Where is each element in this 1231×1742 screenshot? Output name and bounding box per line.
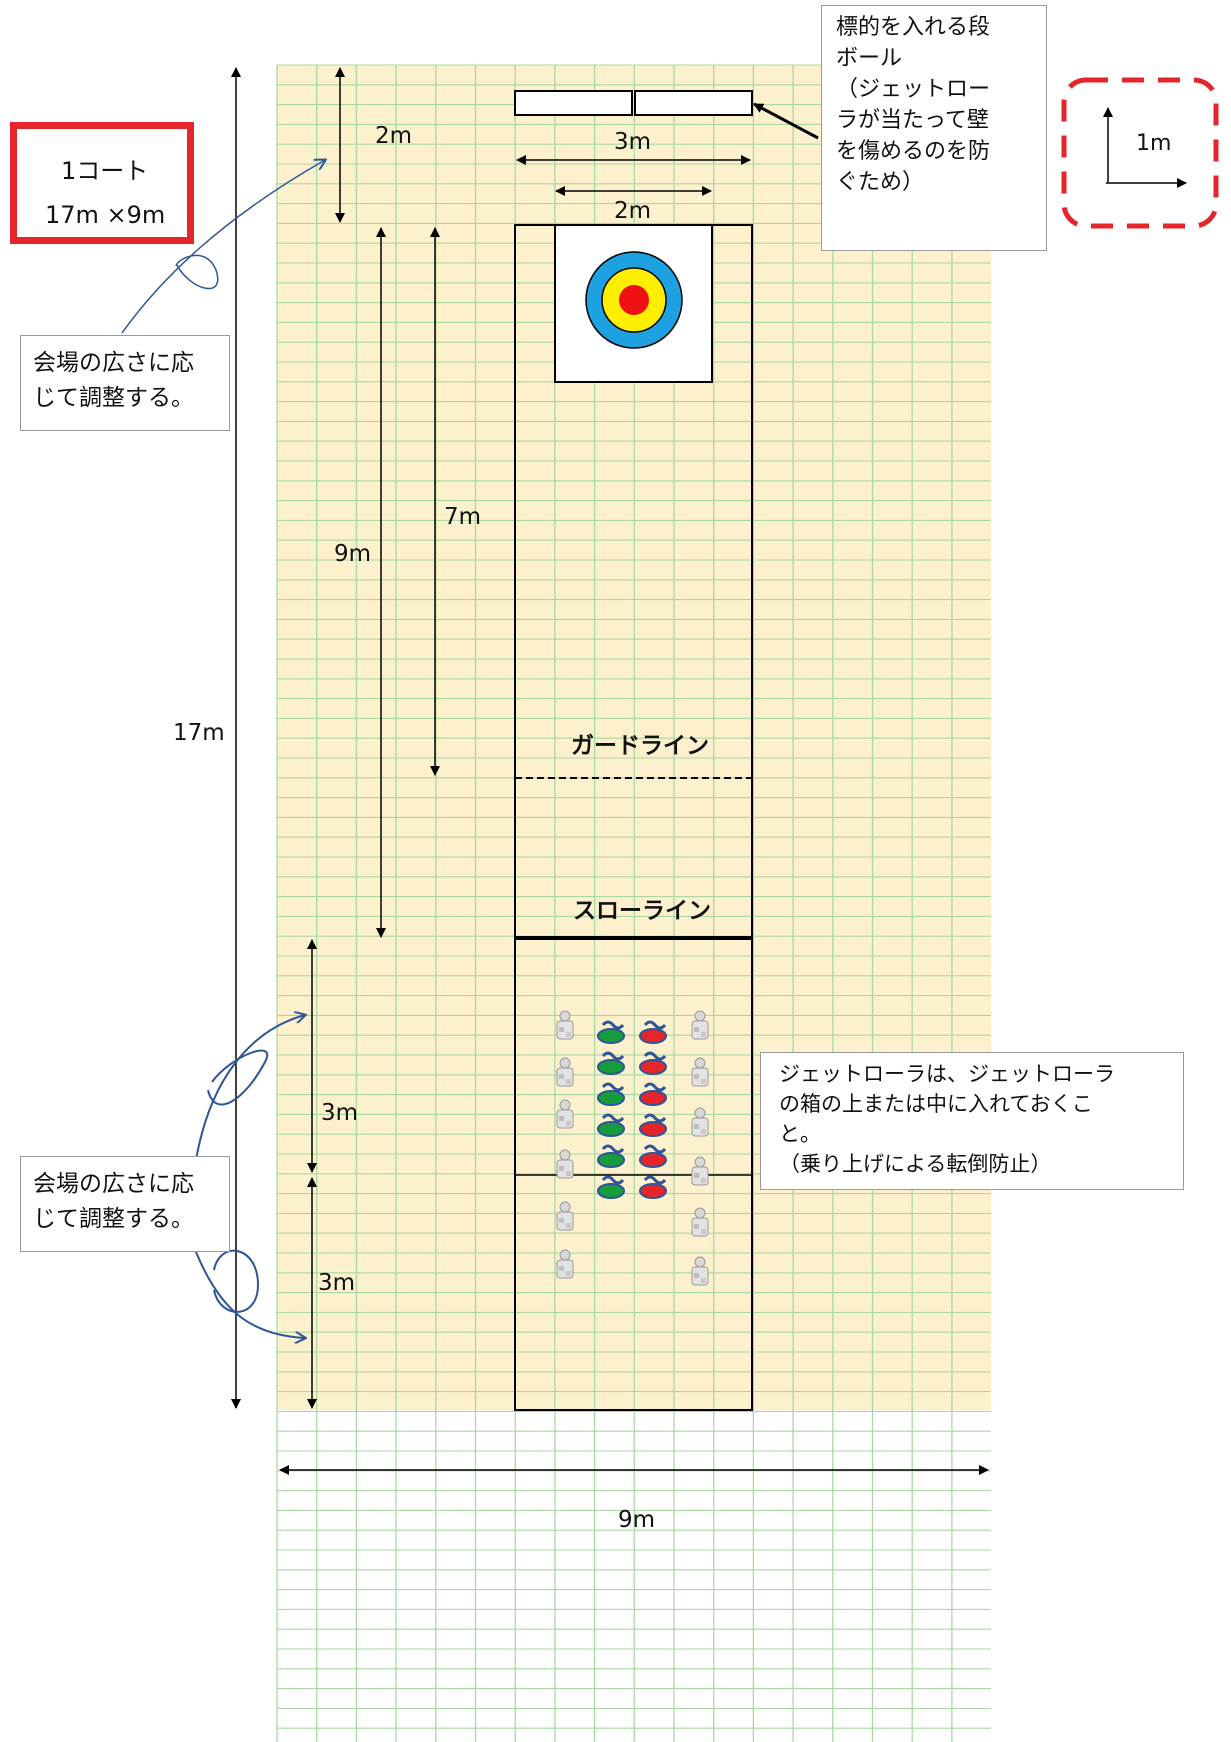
green-roller-coil xyxy=(601,1051,625,1061)
storage-note-line: と。 xyxy=(779,1122,821,1146)
annotation-arrow-top xyxy=(121,160,325,334)
player-figure xyxy=(556,1149,574,1179)
green-roller-coil xyxy=(601,1144,625,1154)
scale-legend-label: 1m xyxy=(1136,131,1171,156)
green-roller xyxy=(597,1090,625,1106)
green-roller xyxy=(597,1028,625,1044)
cardboard-note-line: ラが当たって壁 xyxy=(836,108,989,133)
red-roller-coil xyxy=(643,1051,667,1061)
cardboard-note-line: 標的を入れる段 xyxy=(836,15,991,40)
cardboard-note-line: ぐため） xyxy=(836,170,925,195)
dim-label-court-width: 9m xyxy=(618,1507,655,1533)
dim-label-back-zone-a: 3m xyxy=(321,1100,358,1126)
annotation-loop-bottom-down xyxy=(213,1249,260,1313)
scale-legend-frame xyxy=(1061,77,1219,229)
player-figure xyxy=(691,1256,709,1286)
dim-label-target-to-throw: 9m xyxy=(334,541,371,567)
red-roller xyxy=(639,1152,667,1168)
dim-label-back-zone-b: 3m xyxy=(318,1270,355,1296)
red-roller-coil xyxy=(643,1020,667,1030)
venue-note-line: 会場の広さに応 xyxy=(33,350,194,376)
cardboard-pointer-arrow xyxy=(753,102,819,140)
red-roller xyxy=(639,1090,667,1106)
red-roller xyxy=(639,1028,667,1044)
red-roller-coil xyxy=(643,1113,667,1123)
venue-note-line: 会場の広さに応 xyxy=(33,1171,194,1197)
venue-note-top: 会場の広さに応 じて調整する。 xyxy=(20,335,230,431)
cardboard-note-line: （ジェットロー xyxy=(836,77,991,102)
dim-label-target-width: 2m xyxy=(614,198,651,224)
green-roller xyxy=(597,1059,625,1075)
player-figure xyxy=(556,1057,574,1087)
annotation-loop-top xyxy=(175,254,219,290)
dim-label-cardboard-width: 3m xyxy=(614,129,651,155)
green-roller xyxy=(597,1183,625,1199)
court-size-line1: 1コート xyxy=(61,157,149,185)
red-roller xyxy=(639,1183,667,1199)
red-roller-coil xyxy=(643,1144,667,1154)
storage-note-line: ジェットローラは、ジェットローラ xyxy=(779,1062,1115,1086)
cardboard-note-line: ボール xyxy=(836,46,903,71)
red-roller xyxy=(639,1059,667,1075)
player-figure xyxy=(556,1099,574,1129)
player-figure xyxy=(556,1010,574,1040)
green-roller xyxy=(597,1152,625,1168)
throw-line-label: スローライン xyxy=(573,898,711,924)
cardboard-box-left xyxy=(514,90,633,116)
player-figure xyxy=(556,1201,574,1231)
dim-label-target-to-guard: 7m xyxy=(444,504,481,530)
venue-note-line: じて調整する。 xyxy=(33,385,194,411)
green-roller-coil xyxy=(601,1082,625,1092)
venue-note-bottom: 会場の広さに応 じて調整する。 xyxy=(20,1156,230,1252)
red-roller-coil xyxy=(643,1082,667,1092)
red-roller xyxy=(639,1121,667,1137)
green-roller-coil xyxy=(601,1175,625,1185)
player-figure xyxy=(691,1156,709,1186)
green-roller xyxy=(597,1121,625,1137)
player-figure xyxy=(691,1010,709,1040)
player-group-left xyxy=(556,1010,574,1279)
guard-line-label: ガードライン xyxy=(571,733,709,759)
roller-stack-green xyxy=(597,1020,625,1199)
dim-label-total-length: 17m xyxy=(173,720,225,746)
red-roller-coil xyxy=(643,1175,667,1185)
player-figure xyxy=(691,1057,709,1087)
storage-note-line: （乗り上げによる転倒防止） xyxy=(779,1152,1052,1176)
player-figure xyxy=(691,1107,709,1137)
annotation-arrow-bottom-down xyxy=(195,1251,305,1338)
cardboard-note-line: を傷めるのを防 xyxy=(836,139,991,164)
court-size-label: 1コート 17m ×9m xyxy=(10,122,194,244)
cardboard-note: 標的を入れる段 ボール （ジェットロー ラが当たって壁 を傷めるのを防 ぐため） xyxy=(821,5,1047,251)
player-figure xyxy=(556,1249,574,1279)
player-figure xyxy=(691,1207,709,1237)
target-bullseye xyxy=(619,285,649,315)
player-group-right xyxy=(691,1010,709,1286)
venue-note-line: じて調整する。 xyxy=(33,1206,194,1232)
green-roller-coil xyxy=(601,1113,625,1123)
roller-stack-red xyxy=(639,1020,667,1199)
annotation-loop-bottom-up xyxy=(207,1049,269,1106)
storage-note-line: の箱の上または中に入れておくこ xyxy=(779,1092,1093,1116)
roller-storage-note: ジェットローラは、ジェットローラ の箱の上または中に入れておくこ と。 （乗り上… xyxy=(760,1052,1184,1190)
annotation-arrow-bottom-up xyxy=(195,1015,305,1161)
green-roller-coil xyxy=(601,1020,625,1030)
cardboard-box-right xyxy=(634,90,753,116)
dim-label-top-margin: 2m xyxy=(375,123,412,149)
court-size-line2: 17m ×9m xyxy=(45,201,166,229)
